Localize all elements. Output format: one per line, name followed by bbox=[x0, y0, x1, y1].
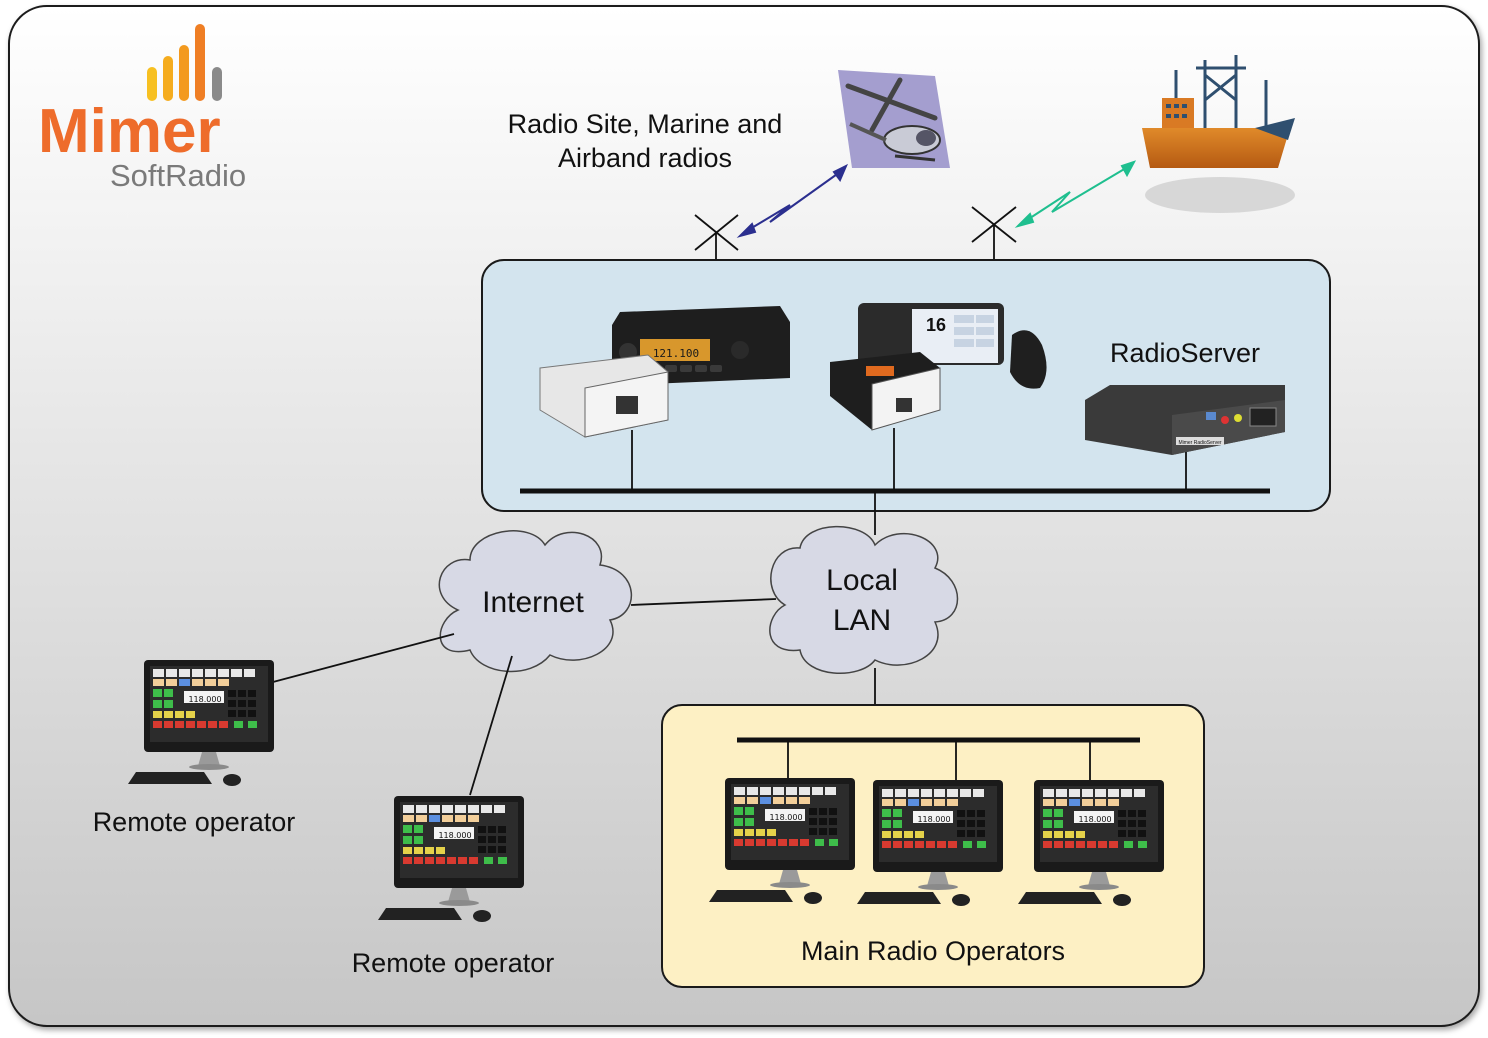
helicopter-icon bbox=[838, 70, 950, 168]
marine-link bbox=[1014, 160, 1137, 228]
radio-server-label: RadioServer bbox=[1110, 338, 1260, 368]
radio-site-label-line1: Radio Site, Marine and bbox=[508, 109, 783, 139]
server-badge: Mimer RadioServer bbox=[1178, 440, 1221, 446]
console-frequency-5: 118.000 bbox=[1078, 815, 1111, 824]
air-link bbox=[736, 163, 848, 238]
marine-channel-display: 16 bbox=[926, 315, 946, 335]
brand-sub: SoftRadio bbox=[110, 158, 246, 193]
main-operators-label: Main Radio Operators bbox=[801, 936, 1065, 966]
airband-frequency-display: 121.100 bbox=[653, 347, 699, 360]
operators-bus bbox=[737, 737, 1140, 780]
local-lan-label-line1: Local bbox=[826, 564, 898, 597]
console-frequency-2: 118.000 bbox=[438, 831, 471, 840]
console-frequency-1: 118.000 bbox=[188, 695, 221, 704]
console-frequency-3: 118.000 bbox=[769, 813, 802, 822]
internet-label: Internet bbox=[482, 586, 584, 619]
ship-icon bbox=[1142, 55, 1295, 213]
radio-server-hardware bbox=[1085, 385, 1285, 455]
local-lan-label-line2: LAN bbox=[833, 604, 891, 637]
interface-box-air bbox=[539, 354, 669, 438]
mimer-logo bbox=[147, 24, 222, 101]
console-frequency-4: 118.000 bbox=[917, 815, 950, 824]
signal-bars-icon bbox=[147, 24, 222, 101]
interface-box-marine bbox=[830, 352, 941, 431]
remote-operator-label-2: Remote operator bbox=[352, 948, 555, 978]
internet-cloud bbox=[438, 530, 633, 673]
radio-site-label-line2: Airband radios bbox=[558, 143, 732, 173]
brand-name: Mimer bbox=[38, 97, 221, 166]
local-lan-cloud bbox=[769, 525, 959, 675]
marine-radio bbox=[858, 303, 1047, 389]
server-bus bbox=[520, 428, 1270, 535]
remote-operator-label-1: Remote operator bbox=[93, 807, 296, 837]
